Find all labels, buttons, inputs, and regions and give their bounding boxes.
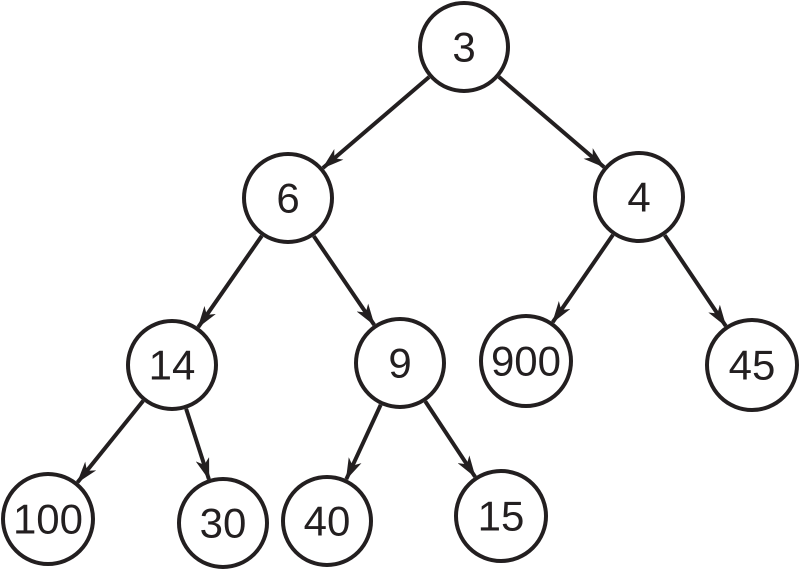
- edge-9-15: [423, 400, 477, 478]
- tree-node-900: 900: [479, 314, 573, 408]
- node-value: 40: [304, 498, 351, 545]
- tree-node-4: 4: [593, 151, 685, 243]
- tree-node-9: 9: [354, 317, 446, 409]
- node-value: 900: [491, 338, 561, 385]
- edge-3-4: [497, 75, 606, 169]
- tree-node-30: 30: [177, 477, 269, 569]
- tree-node-6: 6: [242, 152, 334, 244]
- edge-3-6: [321, 75, 431, 170]
- tree-node-100: 100: [1, 472, 95, 566]
- node-value: 15: [478, 493, 525, 540]
- tree-node-40: 40: [281, 475, 373, 567]
- edge-14-100: [75, 399, 145, 484]
- node-circle: [1, 472, 95, 566]
- node-value: 14: [149, 342, 196, 389]
- tree-node-14: 14: [126, 319, 218, 411]
- edge-6-9: [312, 234, 376, 327]
- node-circle: [354, 317, 446, 409]
- node-value: 30: [200, 500, 247, 547]
- node-circle: [177, 477, 269, 569]
- edge-6-14: [196, 234, 264, 329]
- edge-4-45: [663, 234, 728, 328]
- node-circle: [418, 1, 510, 93]
- edge-14-30: [184, 408, 211, 481]
- node-circle: [281, 475, 373, 567]
- node-value: 100: [13, 496, 83, 543]
- tree-node-15: 15: [454, 469, 548, 563]
- tree-edges: [75, 75, 728, 484]
- tree-node-3: 3: [418, 1, 510, 93]
- node-circle: [705, 318, 799, 412]
- node-circle: [126, 319, 218, 411]
- edge-9-40: [344, 403, 383, 481]
- node-value: 45: [729, 342, 776, 389]
- node-circle: [454, 469, 548, 563]
- node-circle: [479, 314, 573, 408]
- node-value: 3: [452, 24, 475, 71]
- tree-node-45: 45: [705, 318, 799, 412]
- node-value: 4: [627, 174, 650, 221]
- node-value: 6: [276, 175, 299, 222]
- node-circle: [593, 151, 685, 243]
- node-circle: [242, 152, 334, 244]
- edge-4-900: [551, 233, 615, 324]
- node-value: 9: [388, 340, 411, 387]
